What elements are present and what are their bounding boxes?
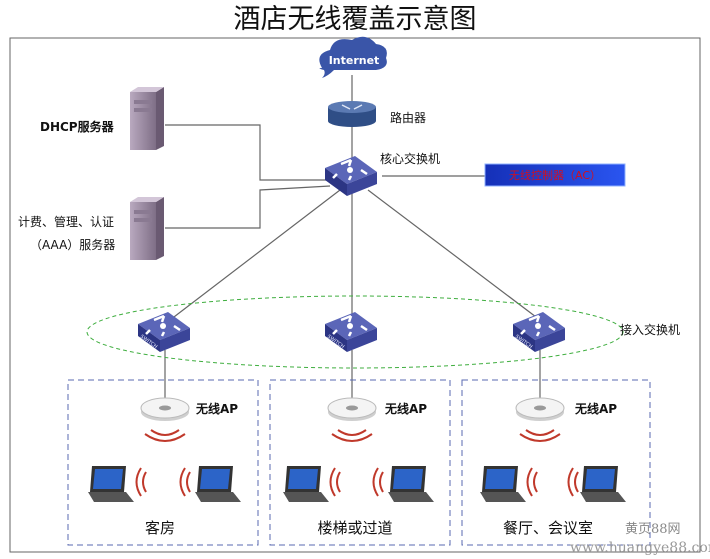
network-links [164,75,541,400]
aaa-server-label-line2: （AAA）服务器 [30,237,115,252]
zone-borders [67,379,651,546]
diagram-title: 酒店无线覆盖示意图 [234,4,477,35]
signal-icon [567,467,579,497]
ap-label: 无线AP [384,401,427,416]
core-switch-icon [323,154,379,198]
wireless-ap-icon [140,397,190,442]
watermark-line2: www.huangye88.com [570,540,710,556]
signal-icon [526,467,538,497]
core-switch-label: 核心交换机 [380,151,440,166]
router-label: 路由器 [390,110,426,125]
laptop-icon [580,466,626,502]
zone-label-restaurant: 餐厅、会议室 [503,519,593,537]
access-switch-icon [511,310,567,354]
signal-icon [372,467,384,497]
access-switch-icon [323,310,379,354]
zone-label-stairs: 楼梯或过道 [317,519,392,537]
signal-icon [179,467,191,497]
ap-label: 无线AP [195,401,238,416]
zone-label-guest-rooms: 客房 [145,519,175,537]
internet-cloud-icon: Internet [319,36,387,78]
laptop-icon [283,466,329,502]
laptop-icon [88,466,134,502]
access-switch-label: 接入交换机 [620,322,680,337]
router-icon [328,101,376,127]
access-switch-icon [136,310,192,354]
ap-label: 无线AP [574,401,617,416]
dhcp-server-icon [130,87,164,150]
outer-frame [9,37,701,553]
aaa-server-icon [130,197,164,260]
signal-icon [135,467,147,497]
laptops [88,466,626,502]
internet-label: Internet [329,54,380,67]
aaa-server-label-line1: 计费、管理、认证 [18,214,114,229]
wireless-ap-icon [327,397,377,442]
signal-icon [329,467,341,497]
access-layer-ellipse [86,295,624,369]
wireless-controller-box [484,163,626,187]
dhcp-server-label: DHCP服务器 [40,119,115,134]
laptop-icon [388,466,434,502]
wireless-controller-label: 无线控制器（AC） [509,168,601,182]
watermark-line1: 黄页88网 [625,522,681,537]
laptop-icon [195,466,241,502]
laptop-icon [480,466,526,502]
wireless-ap-icon [515,397,565,442]
